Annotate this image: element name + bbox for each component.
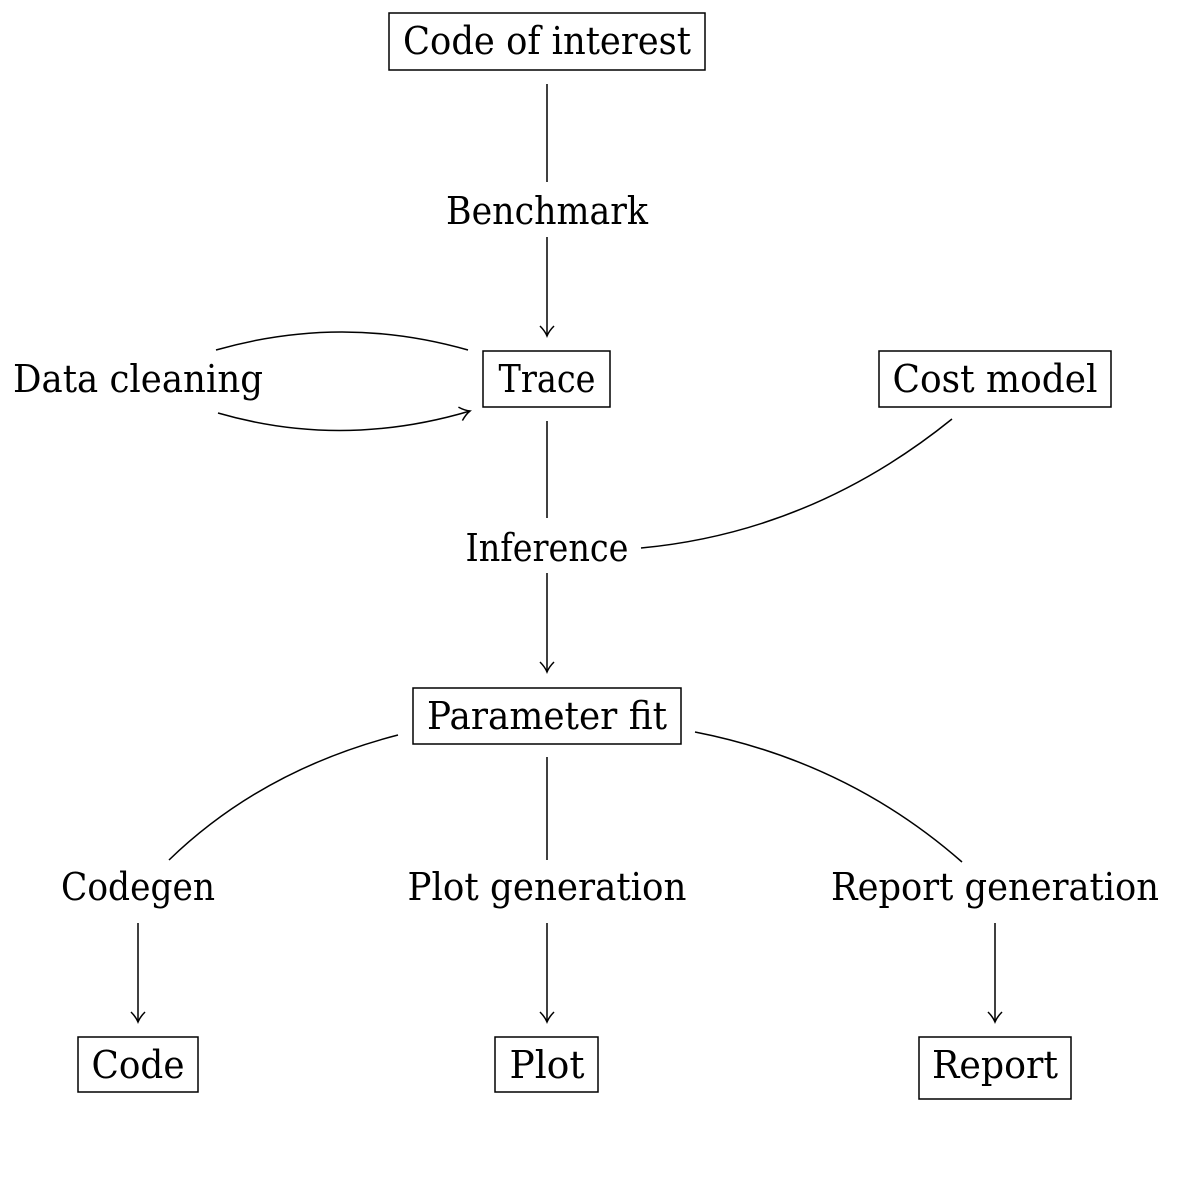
plot-generation-label: Plot generation xyxy=(408,865,687,909)
report-generation-label: Report generation xyxy=(831,865,1159,909)
benchmark-label: Benchmark xyxy=(446,189,649,233)
edge-parameter-fit-to-codegen xyxy=(168,734,399,861)
inference-label: Inference xyxy=(466,526,629,570)
data-cleaning-label: Data cleaning xyxy=(13,357,263,401)
edge-cost-model-to-inference xyxy=(640,418,953,549)
trace-box xyxy=(482,350,611,408)
trace-label: Trace xyxy=(499,357,596,401)
edge-data-cleaning-to-trace xyxy=(217,406,472,432)
cost-model-box xyxy=(878,350,1112,408)
cost-model-label: Cost model xyxy=(893,357,1098,401)
code-of-interest-label: Code of interest xyxy=(403,19,691,63)
parameter-fit-label: Parameter fit xyxy=(427,694,667,738)
parameter-fit-box xyxy=(412,687,682,745)
report-label: Report xyxy=(932,1043,1058,1087)
plot-box xyxy=(494,1036,599,1093)
report-box xyxy=(918,1036,1072,1100)
plot-label: Plot xyxy=(510,1043,585,1087)
code-of-interest-box xyxy=(388,12,706,71)
code-box xyxy=(77,1036,199,1093)
edge-parameter-fit-to-report-generation xyxy=(694,731,963,863)
edge-trace-to-data-cleaning xyxy=(215,331,469,351)
code-label: Code xyxy=(92,1043,185,1087)
codegen-label: Codegen xyxy=(61,865,215,909)
